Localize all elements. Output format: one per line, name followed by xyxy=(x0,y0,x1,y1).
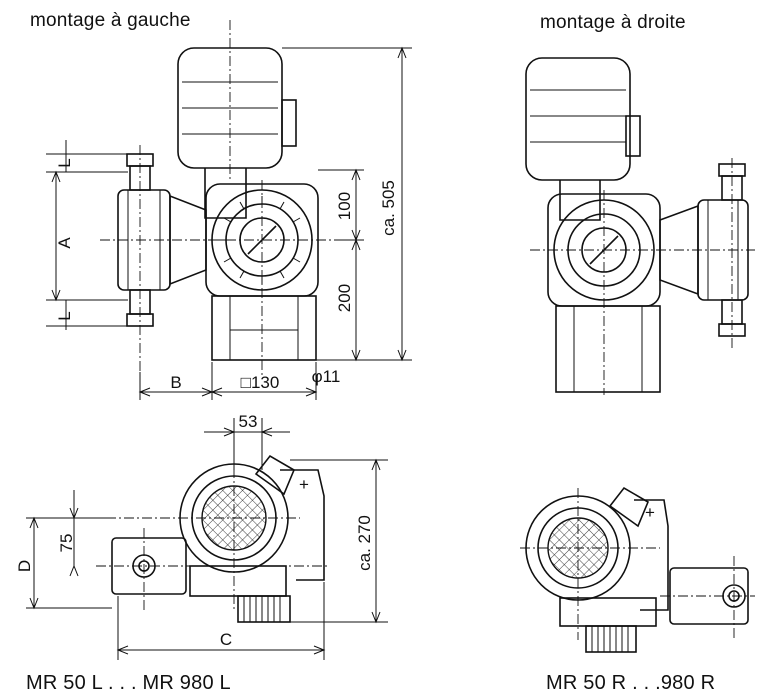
terminal-box xyxy=(281,99,297,147)
dim-lower: 200 xyxy=(335,284,354,312)
pump-base-right xyxy=(555,305,661,393)
dim-c: C xyxy=(220,630,232,649)
top-view-left: + 53 ca. 270 75 xyxy=(15,412,388,660)
pump-base xyxy=(211,295,317,361)
dim-depth-270: ca. 270 xyxy=(355,515,374,571)
dim-a: A xyxy=(55,237,74,249)
front-view-right xyxy=(525,57,755,395)
dim-75: 75 xyxy=(57,534,76,553)
dim-upper: 100 xyxy=(335,192,354,220)
gear-housing xyxy=(189,565,287,597)
motor-body-right xyxy=(525,57,631,181)
dim-height-total: ca. 505 xyxy=(379,180,398,236)
title-left-mounting: montage à gauche xyxy=(30,10,191,31)
svg-text:+: + xyxy=(645,503,655,522)
dim-base: □130 xyxy=(241,373,280,392)
top-view-right: + xyxy=(520,486,755,653)
svg-text:+: + xyxy=(299,475,309,494)
title-right-mounting: montage à droite xyxy=(540,12,686,33)
dim-b: B xyxy=(170,373,181,392)
caption-left-models: MR 50 L . . . MR 980 L xyxy=(26,672,231,694)
dim-l-upper: L xyxy=(55,158,74,167)
dim-d: D xyxy=(15,560,34,572)
front-view-left: ca. 505 100 200 A L L B □130 φ11 xyxy=(46,20,412,400)
dim-hole: φ11 xyxy=(312,367,341,386)
caption-right-models: MR 50 R . . .980 R xyxy=(546,672,716,694)
dim-l-lower: L xyxy=(55,311,74,320)
dim-width-53: 53 xyxy=(239,412,258,431)
